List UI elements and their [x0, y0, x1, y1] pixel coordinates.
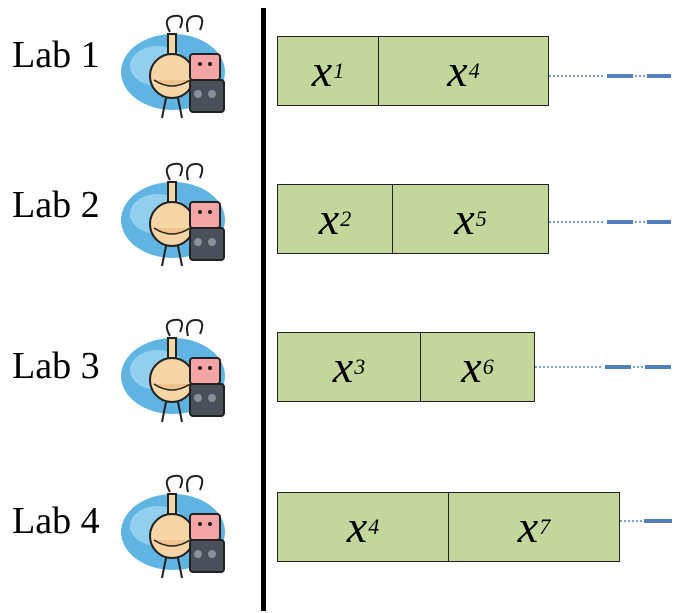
job-variable: x: [454, 193, 475, 244]
job-subscript: 4: [368, 514, 380, 539]
lab-label-3: Lab 3: [12, 345, 100, 387]
job-subscript: 1: [333, 58, 345, 83]
lab-label-2: Lab 2: [12, 184, 100, 226]
job-subscript: 2: [340, 206, 352, 231]
job-variable: x: [332, 341, 354, 392]
lab-3-continuation-line: [535, 364, 673, 370]
job-variable: x: [461, 341, 482, 392]
job-subscript: 3: [354, 354, 366, 379]
job-variable: x: [447, 45, 468, 96]
lab-label-4: Lab 4: [12, 500, 100, 542]
lab-4-continuation-line: [620, 518, 675, 524]
job-subscript: 4: [468, 58, 480, 83]
lab-2-continuation-line: [549, 219, 674, 225]
lab-flasks-icon: [118, 14, 246, 124]
timeline-divider: [261, 8, 266, 611]
job-variable: x: [517, 501, 539, 552]
lab-flasks-icon: [118, 162, 246, 272]
lab-label-1: Lab 1: [12, 34, 100, 76]
job-variable: x: [318, 193, 340, 244]
job-subscript: 5: [475, 206, 487, 231]
job-subscript: 7: [539, 514, 551, 539]
lab-flasks-icon: [118, 474, 246, 584]
job-variable: x: [346, 501, 368, 552]
lab-1-continuation-line: [549, 73, 674, 79]
lab-flasks-icon: [118, 318, 246, 428]
job-subscript: 6: [482, 354, 494, 379]
job-variable: x: [311, 45, 333, 96]
